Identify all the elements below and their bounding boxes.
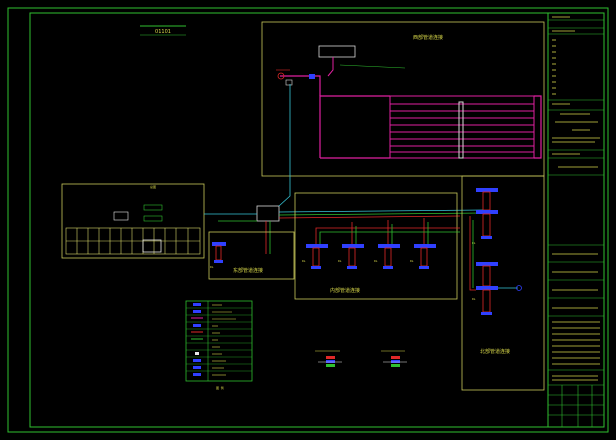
panel-module bbox=[142, 239, 162, 253]
panel-grid bbox=[65, 227, 201, 255]
svg-text:DL: DL bbox=[338, 259, 342, 263]
left-lower-unit: DL bbox=[210, 242, 226, 269]
control-panel bbox=[61, 183, 205, 259]
panel-box-a bbox=[113, 211, 129, 221]
svg-text:DL: DL bbox=[302, 259, 306, 263]
unit-4: DL bbox=[410, 244, 436, 269]
panel-box-b bbox=[143, 204, 163, 211]
outer-frame bbox=[7, 7, 609, 433]
top-leader bbox=[339, 64, 406, 69]
fan-duct bbox=[327, 57, 334, 77]
right-unit-bottom: DL bbox=[472, 262, 522, 315]
valve-icon-2 bbox=[285, 79, 293, 86]
coil-bank bbox=[389, 95, 535, 159]
detail-symbol-2 bbox=[381, 350, 407, 367]
supply-pipe bbox=[280, 75, 542, 159]
inner-frame bbox=[29, 12, 605, 428]
unit-3: DL bbox=[374, 244, 400, 269]
zone-left-lower-label: 东部管道连接 bbox=[233, 267, 263, 274]
zone-top-right-label: 西部管道连接 bbox=[413, 34, 443, 41]
unit-2: DL bbox=[338, 244, 364, 269]
legend-footer: 图 例 bbox=[216, 385, 224, 390]
svg-text:DL: DL bbox=[472, 241, 476, 245]
signal-lines bbox=[204, 84, 484, 254]
zone-right-column-label: 北部管道连接 bbox=[480, 348, 510, 355]
panel-box-c bbox=[143, 215, 163, 222]
zone-middle bbox=[294, 192, 458, 300]
unit-1: DL bbox=[302, 244, 328, 269]
zone-right-column bbox=[461, 175, 545, 391]
svg-text:DL: DL bbox=[210, 265, 214, 269]
middle-branch-lines bbox=[315, 218, 460, 244]
right-column-riser bbox=[469, 216, 476, 291]
detail-symbol-1 bbox=[315, 350, 342, 367]
coil-divider bbox=[458, 101, 464, 159]
svg-text:DL: DL bbox=[410, 259, 414, 263]
control-panel-header: 总图 bbox=[150, 184, 156, 189]
fan-unit bbox=[318, 45, 356, 58]
title-block bbox=[547, 13, 604, 427]
right-unit-top: DL bbox=[472, 188, 498, 245]
zone-left-lower bbox=[208, 231, 295, 280]
zone-middle-label: 内部管道连接 bbox=[330, 287, 360, 294]
controller-box bbox=[256, 205, 280, 222]
svg-text:DL: DL bbox=[374, 259, 378, 263]
valve-icon bbox=[309, 74, 315, 79]
zone-top-right bbox=[261, 21, 545, 177]
top-title: 01101 bbox=[155, 29, 171, 35]
legend-table: 图 例 bbox=[185, 300, 253, 390]
svg-text:DL: DL bbox=[472, 297, 476, 301]
pump-icon bbox=[277, 72, 285, 80]
